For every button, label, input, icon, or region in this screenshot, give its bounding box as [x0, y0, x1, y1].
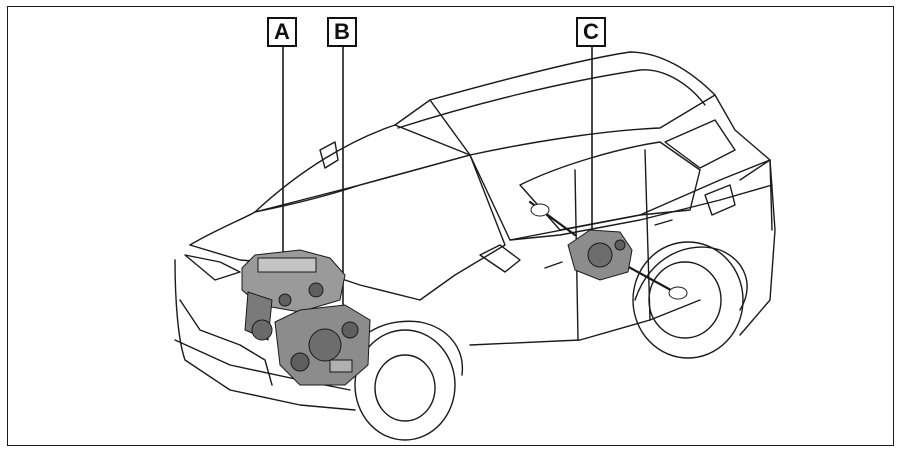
rear-wheel-hub	[648, 261, 722, 339]
headlight	[184, 254, 241, 281]
side-body	[469, 154, 771, 241]
mirror-2	[319, 141, 339, 169]
rear-fender	[634, 246, 748, 311]
windshield	[254, 99, 471, 213]
cv-joint-right	[668, 286, 688, 300]
callout-label-b: B	[327, 17, 357, 47]
tail-light	[704, 184, 736, 216]
door-handle-2	[654, 219, 673, 226]
rear-window	[664, 119, 736, 169]
rear-wheel	[632, 241, 744, 359]
front-wheel	[354, 329, 456, 441]
diagram-frame	[7, 6, 894, 446]
side-windows	[519, 141, 701, 231]
hood	[189, 154, 506, 301]
roof-panel	[394, 94, 716, 156]
cv-joint-left	[530, 203, 550, 217]
roof-rail	[397, 69, 706, 129]
rear-drive-component	[567, 229, 633, 281]
transaxle-component	[274, 304, 371, 386]
callout-label-c: C	[576, 17, 606, 47]
front-wheel-hub	[374, 354, 436, 422]
door-handle	[544, 261, 563, 269]
belt-line	[509, 184, 773, 241]
grille	[179, 299, 273, 386]
engine-component	[241, 249, 346, 341]
mirror	[479, 244, 521, 273]
rear-trim	[739, 159, 773, 231]
front-fascia	[174, 259, 356, 411]
callout-label-a: A	[267, 17, 297, 47]
rocker-panel	[469, 299, 701, 346]
